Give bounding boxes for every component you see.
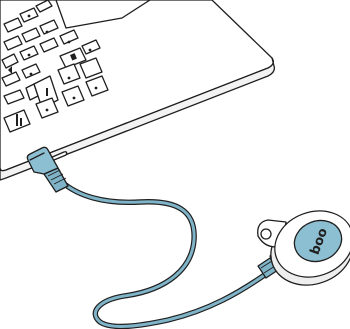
key [81,39,101,55]
cable-body [60,180,268,328]
wireless-presentation-button-icon: boo [257,210,350,286]
key [1,53,19,69]
key [19,45,39,61]
key [39,37,59,53]
key-glyphs [8,14,98,126]
key [61,85,85,107]
key [35,97,59,119]
key [1,71,21,87]
key [3,89,25,105]
key [59,29,79,45]
usb-cable [59,179,269,329]
key [79,57,103,79]
key [3,35,23,51]
laptop-icon [0,0,276,181]
key [85,75,109,97]
key [21,27,41,43]
puck-lanyard-hole [260,228,272,240]
key [39,19,59,35]
key [3,17,23,33]
plug-housing [26,146,59,175]
key [21,63,41,79]
key [35,0,53,13]
laptop-front-edge [0,57,276,181]
usb-plug-icon [26,146,69,193]
puck-center-button [293,219,343,263]
laptop-trackpad [55,0,151,29]
key [57,63,81,85]
